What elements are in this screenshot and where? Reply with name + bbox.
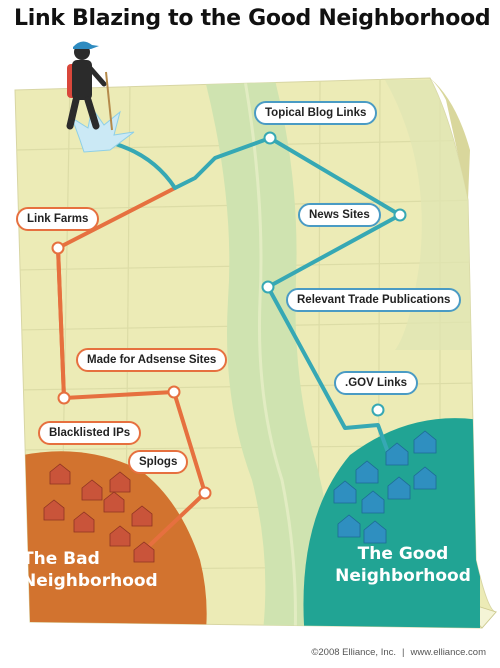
label-news-sites: News Sites bbox=[298, 203, 381, 227]
good-neighborhood-ground bbox=[303, 418, 480, 628]
footer-separator: | bbox=[402, 647, 405, 658]
good-houses bbox=[333, 430, 437, 544]
footer-copyright: ©2008 Elliance, Inc. bbox=[311, 647, 397, 658]
label-topical-blog-links: Topical Blog Links bbox=[254, 101, 378, 125]
bad-neighborhood-line2: Neighborhood bbox=[22, 571, 158, 591]
bad-houses bbox=[43, 463, 155, 563]
bad-neighborhood-line1: The Bad bbox=[22, 549, 100, 569]
bad-path bbox=[56, 186, 207, 547]
bad-neighborhood-title: The Bad Neighborhood bbox=[22, 548, 182, 592]
footer-website-link[interactable]: www.elliance.com bbox=[410, 647, 487, 658]
label-splogs: Splogs bbox=[128, 450, 189, 474]
waypoint-markers bbox=[51, 131, 407, 500]
good-neighborhood-title: The Good Neighborhood bbox=[328, 543, 478, 587]
good-path bbox=[98, 136, 402, 460]
bad-neighborhood-ground bbox=[15, 451, 207, 628]
label-link-farms: Link Farms bbox=[16, 207, 100, 231]
diagram-title: Link Blazing to the Good Neighborhood bbox=[14, 6, 491, 31]
footer: ©2008 Elliance, Inc. | www.elliance.com bbox=[311, 647, 486, 658]
label-gov-links: .GOV Links bbox=[334, 371, 418, 395]
label-blacklisted-ips: Blacklisted IPs bbox=[38, 421, 142, 445]
good-neighborhood-line2: Neighborhood bbox=[335, 566, 471, 586]
good-neighborhood-line1: The Good bbox=[357, 544, 449, 564]
label-relevant-trade-publications: Relevant Trade Publications bbox=[286, 288, 462, 312]
hiker-icon bbox=[66, 41, 135, 153]
map-river bbox=[205, 80, 334, 628]
label-made-for-adsense: Made for Adsense Sites bbox=[76, 348, 228, 372]
